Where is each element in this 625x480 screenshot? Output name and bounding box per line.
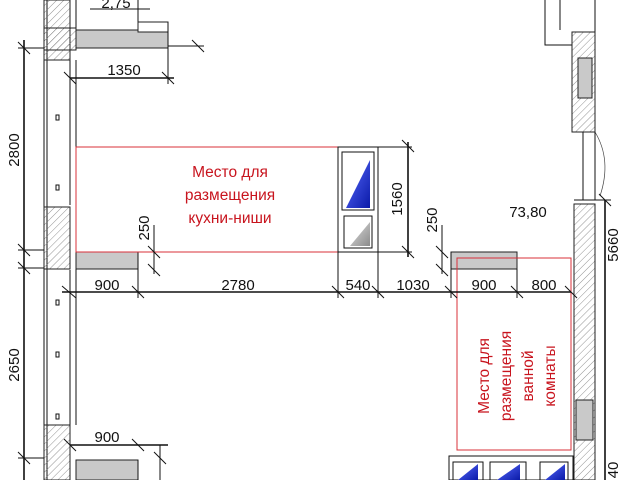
left-wall [43, 0, 77, 480]
bath-label-4: комнаты [542, 345, 559, 406]
bath-partition [450, 251, 518, 270]
dimension-5660: 5660 40 [595, 193, 622, 480]
bath-label-3: ванной [520, 350, 537, 401]
dim-900-a: 900 [94, 277, 119, 294]
kitchen-label-3: кухни-ниши [188, 210, 271, 227]
dim-800: 800 [531, 277, 556, 294]
bottom-fixtures [448, 455, 574, 480]
dim-5660: 5660 [605, 228, 622, 261]
bath-label-1: Место для [476, 338, 493, 414]
bottom-left-partition [75, 459, 139, 480]
dim-250-left: 250 [136, 215, 153, 240]
dim-250-right: 250 [424, 207, 441, 232]
room-area-main: 73,80 [509, 204, 547, 221]
right-wall [573, 199, 596, 480]
dimension-1560: 1560 [389, 142, 409, 257]
mid-left-partition [75, 251, 139, 270]
dim-540: 540 [345, 277, 370, 294]
dim-900-bottom: 900 [94, 429, 119, 446]
dim-1030: 1030 [396, 277, 429, 294]
dim-900-b: 900 [471, 277, 496, 294]
top-left-partition [43, 0, 169, 51]
dim-40-clip: 40 [605, 462, 622, 479]
kitchen-appliances [337, 139, 415, 259]
kitchen-label-1: Место для [192, 164, 268, 181]
bath-label-2: размещения [498, 331, 515, 421]
dimension-900-bottom: 900 [63, 429, 168, 480]
dim-1560: 1560 [389, 182, 406, 215]
top-right-wall [544, 0, 606, 200]
bathroom-zone: Место для размещения ванной комнаты [456, 257, 572, 451]
room-area-top: 2,75 [101, 0, 130, 12]
kitchen-label-2: размещения [185, 187, 275, 204]
dimension-chain-horizontal: 900 2780 540 1030 900 800 [61, 252, 578, 299]
dimension-250-right: 250 [424, 207, 449, 277]
dim-2650: 2650 [6, 348, 23, 381]
dimension-250-left: 250 [136, 215, 161, 277]
dim-2800: 2800 [6, 133, 23, 166]
dim-2780: 2780 [221, 277, 254, 294]
dimension-chain-left: 2800 2650 [6, 40, 44, 480]
window-markers [55, 114, 60, 420]
dimension-1350: 1350 [63, 39, 205, 85]
dim-1350: 1350 [107, 62, 140, 79]
kitchen-niche-zone: Место для размещения кухни-ниши [75, 146, 339, 253]
